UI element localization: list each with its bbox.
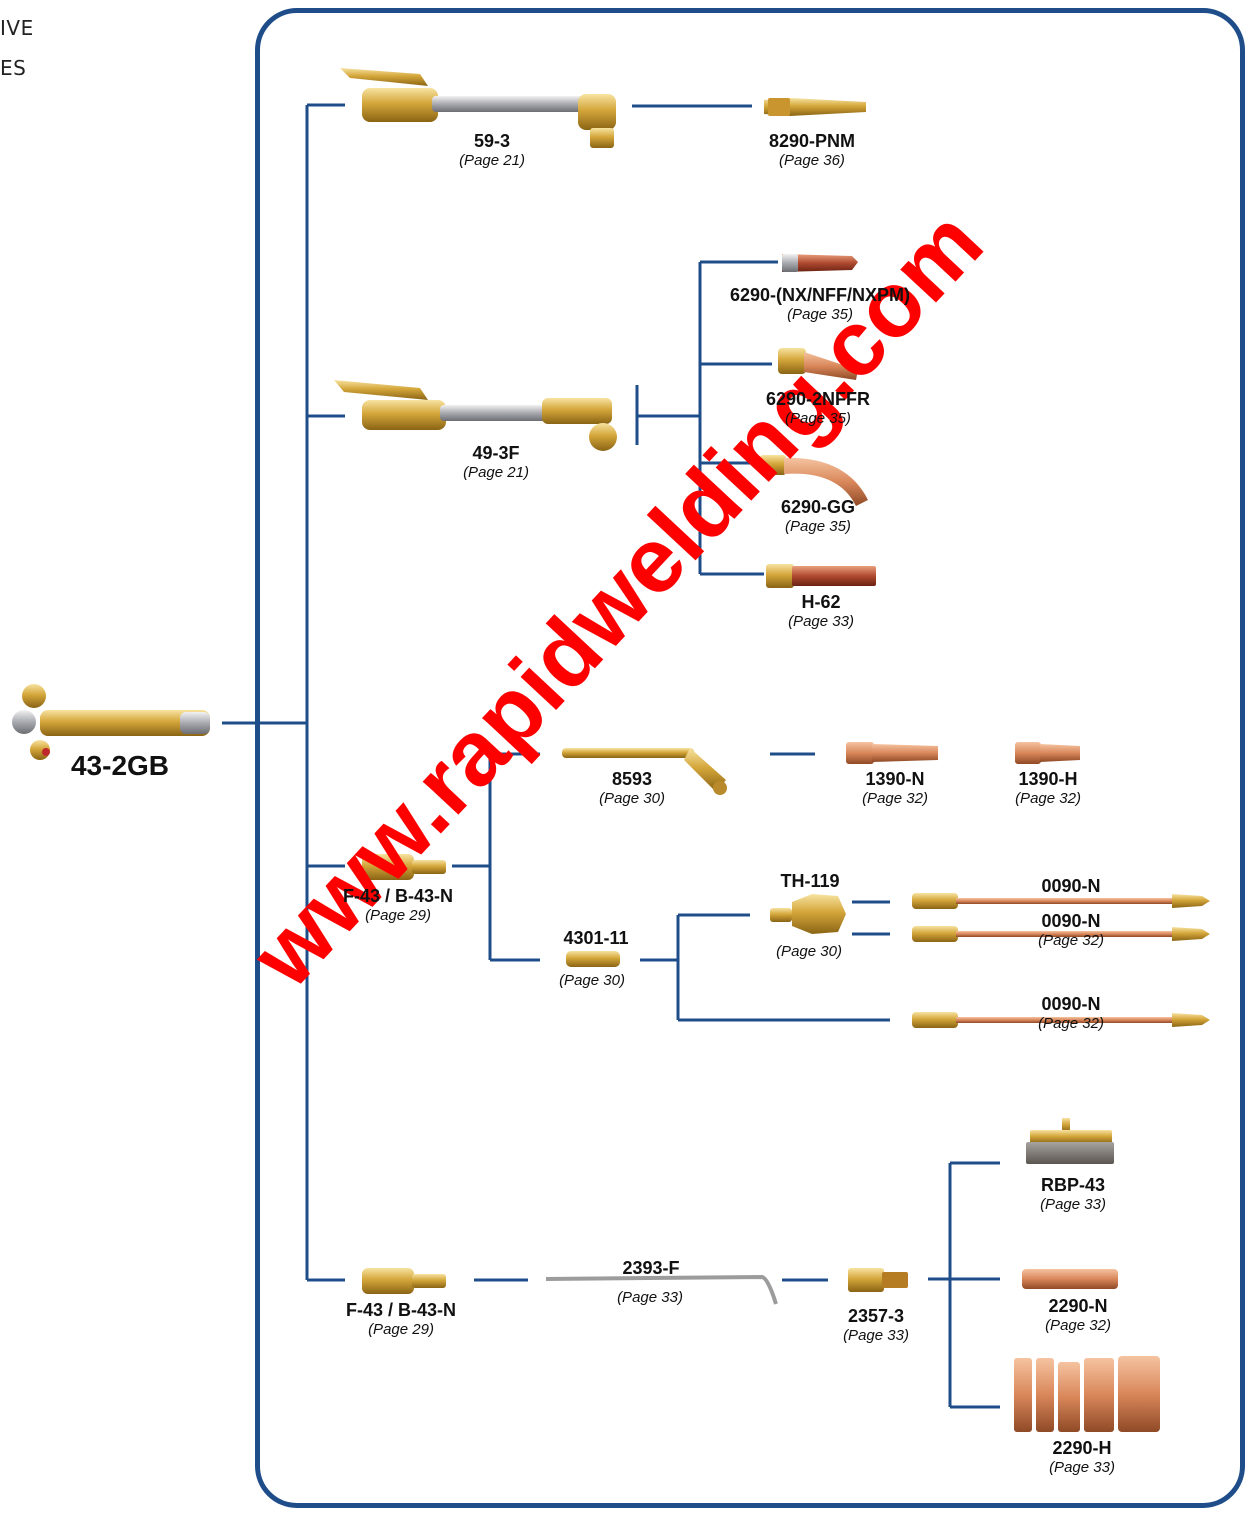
- part-number: RBP-43: [1040, 1175, 1106, 1196]
- tips-2290h-image: [1014, 1356, 1160, 1432]
- label-2393-f: 2393-F: [622, 1258, 679, 1279]
- page-reference: (Page 33): [1049, 1459, 1115, 1477]
- page-reference: (Page 32): [1045, 1317, 1111, 1335]
- tip-8290-pnm-image: [764, 98, 866, 116]
- label-2393-f-page: (Page 33): [617, 1289, 683, 1307]
- tip-1390h-image: [1015, 742, 1080, 764]
- label-h62: H-62 (Page 33): [788, 592, 854, 631]
- page-reference: (Page 33): [843, 1327, 909, 1345]
- label-0090-n-a: 0090-N: [1041, 876, 1100, 897]
- page-reference: (Page 30): [776, 943, 842, 961]
- page-reference: (Page 36): [769, 152, 855, 170]
- part-number: 1390-N: [862, 769, 928, 790]
- part-number: 49-3F: [463, 443, 529, 464]
- part-number: 0090-N: [1038, 911, 1104, 932]
- label-f43-b: F-43 / B-43-N (Page 29): [346, 1300, 456, 1339]
- page-reference: (Page 32): [862, 790, 928, 808]
- tip-1390n-image: [846, 742, 938, 764]
- label-1390-h: 1390-H (Page 32): [1015, 769, 1081, 808]
- part-number: TH-119: [780, 871, 839, 892]
- page-reference: (Page 21): [459, 152, 525, 170]
- part-number: 2290-H: [1049, 1438, 1115, 1459]
- label-4301-11-page: (Page 30): [559, 972, 625, 990]
- label-4301-11: 4301-11: [563, 928, 628, 949]
- page-reference: (Page 35): [766, 410, 870, 428]
- block-rbp43-image: [1026, 1118, 1114, 1164]
- page-reference: (Page 33): [1040, 1196, 1106, 1214]
- page-reference: (Page 21): [463, 464, 529, 482]
- part-number: 59-3: [459, 131, 525, 152]
- page-reference: (Page 30): [559, 972, 625, 990]
- part-number: 1390-H: [1015, 769, 1081, 790]
- label-2357-3: 2357-3 (Page 33): [843, 1306, 909, 1345]
- page-reference: (Page 33): [788, 613, 854, 631]
- adaptor-2357-3-image: [848, 1268, 908, 1292]
- part-number: 2357-3: [843, 1306, 909, 1327]
- page-reference: (Page 30): [599, 790, 665, 808]
- part-number: 43-2GB: [71, 750, 169, 782]
- part-number: 6290-GG: [781, 497, 855, 518]
- label-8593: 8593 (Page 30): [599, 769, 665, 808]
- part-number: F-43 / B-43-N: [343, 886, 453, 907]
- adaptor-4301-11-image: [566, 951, 620, 967]
- label-1390-n: 1390-N (Page 32): [862, 769, 928, 808]
- part-number: F-43 / B-43-N: [346, 1300, 456, 1321]
- tip-th119-image: [770, 894, 846, 934]
- label-th-119-page: (Page 30): [776, 943, 842, 961]
- label-6290-nx: 6290-(NX/NFF/NXPM) (Page 35): [730, 285, 910, 324]
- label-th-119: TH-119: [780, 871, 839, 892]
- part-number: 4301-11: [563, 928, 628, 949]
- part-number: 6290-2NFFR: [766, 389, 870, 410]
- page-reference: (Page 35): [730, 306, 910, 324]
- label-59-3: 59-3 (Page 21): [459, 131, 525, 170]
- page-reference: (Page 32): [1038, 932, 1104, 950]
- part-number: 0090-N: [1041, 876, 1100, 897]
- label-0090-n-c: 0090-N (Page 32): [1038, 994, 1104, 1033]
- page-reference: (Page 33): [617, 1289, 683, 1307]
- page-reference: (Page 32): [1015, 790, 1081, 808]
- label-8290-pnm: 8290-PNM (Page 36): [769, 131, 855, 170]
- label-0090-n-b: 0090-N (Page 32): [1038, 911, 1104, 950]
- page-reference: (Page 29): [343, 907, 453, 925]
- label-43-2gb: 43-2GB: [71, 750, 169, 782]
- page-reference: (Page 35): [781, 518, 855, 536]
- page-reference: (Page 32): [1038, 1015, 1104, 1033]
- label-rbp-43: RBP-43 (Page 33): [1040, 1175, 1106, 1214]
- part-number: 2393-F: [622, 1258, 679, 1279]
- label-2290-h: 2290-H (Page 33): [1049, 1438, 1115, 1477]
- attachment-49-3f-image: [334, 380, 617, 451]
- tip-h62-image: [766, 564, 876, 588]
- page-reference: (Page 29): [346, 1321, 456, 1339]
- label-6290-gg: 6290-GG (Page 35): [781, 497, 855, 536]
- part-number: 8290-PNM: [769, 131, 855, 152]
- handle-43-2gb-image: [12, 684, 210, 760]
- label-f43-a: F-43 / B-43-N (Page 29): [343, 886, 453, 925]
- part-number: 0090-N: [1038, 994, 1104, 1015]
- part-number: H-62: [788, 592, 854, 613]
- part-number: 6290-(NX/NFF/NXPM): [730, 285, 910, 306]
- mixer-f43-b-image: [362, 1268, 446, 1294]
- part-number: 8593: [599, 769, 665, 790]
- part-number: 2290-N: [1045, 1296, 1111, 1317]
- label-49-3f: 49-3F (Page 21): [463, 443, 529, 482]
- tip-6290-nx-image: [782, 254, 858, 272]
- label-6290-2nffr: 6290-2NFFR (Page 35): [766, 389, 870, 428]
- label-2290-n: 2290-N (Page 32): [1045, 1296, 1111, 1335]
- tip-2290n-image: [1022, 1269, 1118, 1289]
